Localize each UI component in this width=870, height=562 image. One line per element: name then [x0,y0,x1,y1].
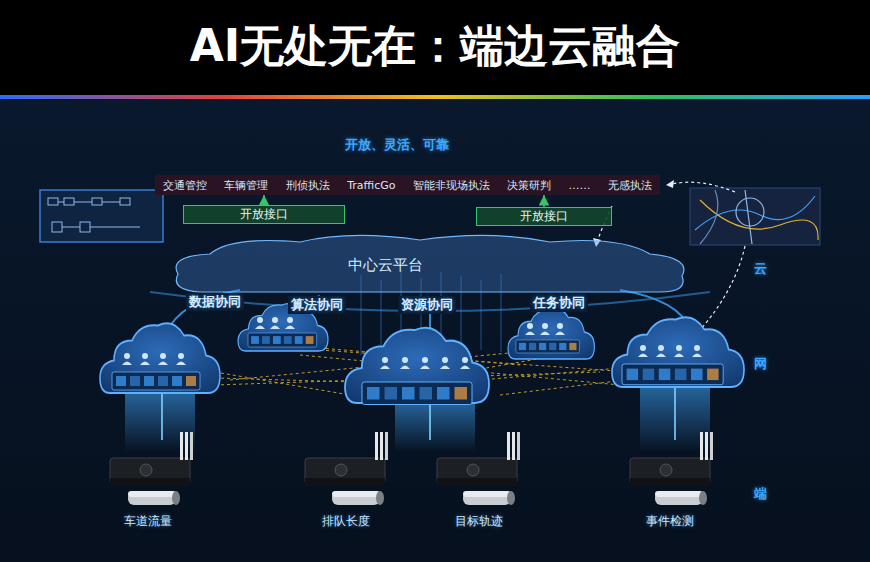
node-text: 车辆管理 [224,178,268,193]
interface-box: 开放接口 [183,205,345,224]
application-band: 交通管控 车辆管理 刑侦执法 TrafficGo 智能非现场执法 决策研判 …… 无感执法 [155,175,660,195]
node-text: 交通管控 [163,178,207,193]
node-text: 中心云平台 [348,256,423,275]
device-label: 车道流量 [124,513,172,530]
node-text: 刑侦执法 [286,178,330,193]
header-bar: AI无处无在：端边云融合 [0,0,870,95]
node-text: 开放接口 [240,207,288,221]
cloud-shape [170,234,690,296]
device-label: 排队长度 [322,513,370,530]
layer-label: 网 [754,357,767,371]
node-text: 智能非现场执法 [413,178,490,193]
connector [543,195,545,207]
interface-box: 开放接口 [476,207,612,226]
node-text: TrafficGo [347,179,395,192]
title: AI无处无在：端边云融合 [0,18,870,74]
layer-label: 端 [754,487,767,501]
device-label: 事件检测 [646,513,694,530]
coordination-label: 任务协同 [530,294,588,312]
central-cloud: 中心云平台 [170,234,690,296]
coordination-label: 算法协同 [288,296,346,314]
node-text: 决策研判 [507,178,551,193]
device-label: 目标轨迹 [455,513,503,530]
coordination-label: 资源协同 [398,296,456,314]
coordination-label: 数据协同 [186,293,244,311]
node-text: …… [569,179,591,192]
slogan: 开放、灵活、可靠 [345,136,449,154]
node-text: 无感执法 [608,178,652,193]
layer-label: 云 [754,262,767,276]
cloud-outline [176,235,684,292]
connector [263,195,265,205]
node-text: 开放接口 [520,209,568,223]
